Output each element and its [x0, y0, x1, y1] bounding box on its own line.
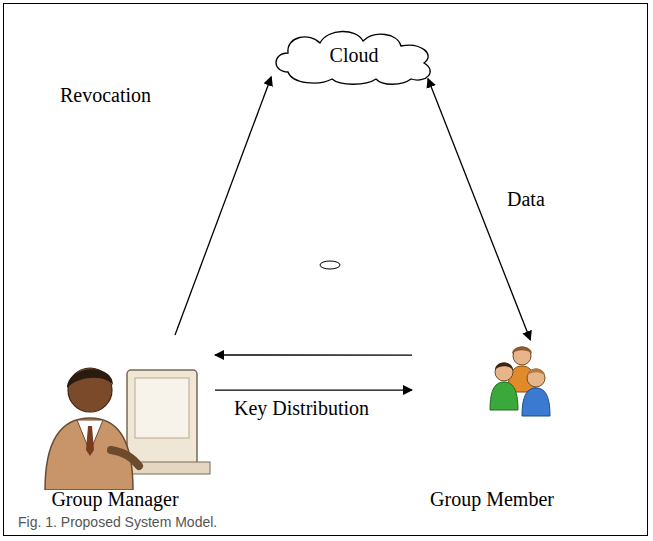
node-label: Cloud	[330, 44, 379, 67]
arrow-connector	[215, 354, 412, 355]
group-manager: Group Manager	[15, 335, 215, 515]
arrow-connector	[215, 389, 412, 390]
node-label: Group Member	[430, 488, 554, 511]
cloud-shape: Cloud	[266, 24, 442, 86]
edge-label: Data	[505, 188, 547, 211]
edge-label: Revocation	[58, 84, 153, 107]
small-ellipse	[320, 261, 340, 269]
node-label: Group Manager	[51, 488, 178, 511]
manager-icon	[15, 340, 215, 490]
member-icon	[452, 344, 562, 420]
figure-caption: Fig. 1. Proposed System Model.	[18, 514, 217, 530]
arrow-connector	[175, 77, 271, 335]
edge-label: Key Distribution	[232, 397, 371, 420]
group-member: Group Member	[412, 340, 572, 515]
